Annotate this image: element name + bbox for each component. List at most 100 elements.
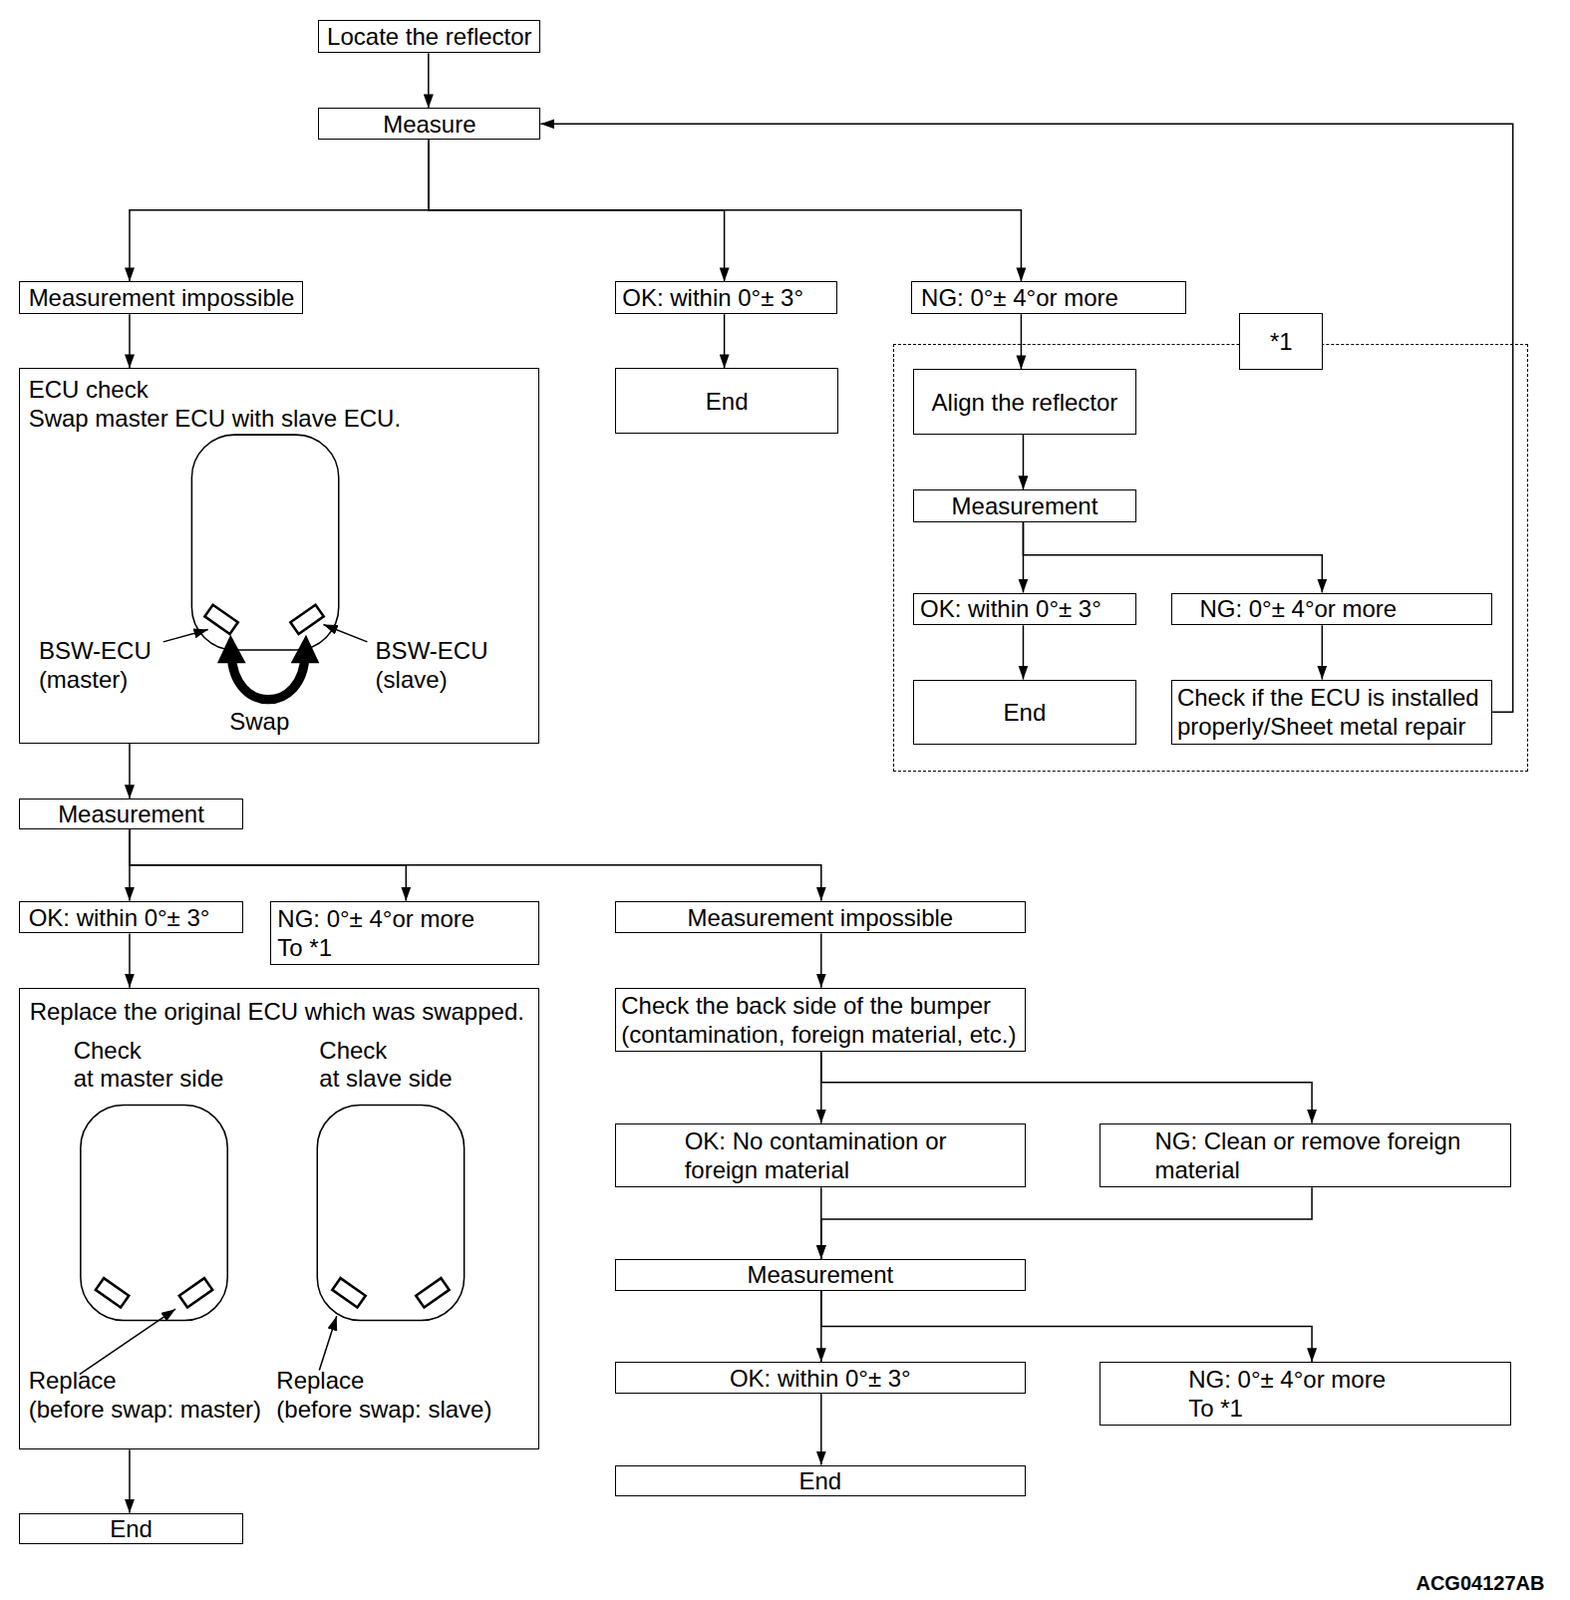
- flow-arrow: [1022, 434, 1025, 490]
- callout-tag: *1: [1239, 313, 1323, 370]
- callout-note: Check: [73, 1035, 142, 1065]
- flow-arrow: [821, 1051, 1312, 1124]
- result-box: NG: 0°± 4°or moreTo *1: [270, 901, 540, 965]
- node-text: End: [616, 1466, 1024, 1496]
- node-text: Measurement: [616, 1259, 1024, 1289]
- flow-arrow: [540, 123, 1513, 712]
- group-region: *1Align the reflectorMeasurementOK: with…: [893, 343, 1529, 772]
- figure-code: ACG04127AB: [1415, 1569, 1545, 1598]
- flow-arrow: [821, 1187, 1312, 1259]
- ecu-symbol: [331, 1277, 365, 1307]
- node-text: NG: 0°± 4°or more: [921, 283, 1186, 313]
- flow-arrow: [820, 1051, 823, 1124]
- process-box: Measurement: [913, 489, 1137, 523]
- node-text: NG: 0°± 4°or more: [1199, 594, 1492, 624]
- flow-arrow: [427, 52, 430, 108]
- node-text: Measure: [318, 109, 540, 139]
- flow-arrow: [1022, 522, 1322, 594]
- result-box: NG: 0°± 4°or more: [911, 281, 1187, 314]
- result-box: OK: within 0°± 3°: [615, 281, 838, 314]
- callout-note: Replace: [28, 1365, 117, 1395]
- process-box: Measure: [317, 107, 541, 140]
- node-text: To *1: [1188, 1393, 1510, 1423]
- flow-arrow: [1022, 522, 1025, 594]
- flow-arrow: [820, 933, 823, 987]
- result-box: NG: 0°± 4°or moreTo *1: [1099, 1361, 1511, 1425]
- ecu-symbol: [204, 605, 238, 634]
- process-box: Check if the ECU is installed properly/S…: [1171, 679, 1493, 746]
- flow-arrow: [821, 1290, 1312, 1363]
- callout-note: (before swap: slave): [276, 1394, 492, 1424]
- process-box: Check the back side of the bumper (conta…: [615, 987, 1025, 1052]
- node-text: Measurement: [914, 491, 1136, 521]
- flow-arrow: [1022, 625, 1025, 679]
- flow-arrow: [820, 1290, 823, 1363]
- flow-arrow: [128, 933, 131, 987]
- flow-arrow: [128, 743, 131, 799]
- node-text: End: [19, 1514, 242, 1544]
- node-text: ECU check: [28, 374, 540, 404]
- end-box: End: [615, 1465, 1025, 1498]
- end-box: End: [913, 679, 1137, 746]
- end-box: End: [18, 1513, 243, 1546]
- flow-arrow: [128, 314, 131, 368]
- node-text: NG: 0°± 4°or more: [277, 904, 539, 934]
- flow-arrow: [128, 829, 131, 902]
- node-text: Swap master ECU with slave ECU.: [28, 403, 540, 433]
- result-box: Measurement impossible: [615, 901, 1025, 935]
- swap-arrow-head: [291, 634, 320, 664]
- flow-arrow: [820, 1393, 823, 1466]
- result-box: OK: within 0°± 3°: [913, 593, 1137, 627]
- leader-line: [322, 624, 367, 641]
- vehicle-outline: [80, 1104, 228, 1320]
- result-box: OK: within 0°± 3°: [615, 1361, 1025, 1394]
- vehicle-outline: [191, 434, 338, 650]
- node-text: OK: within 0°± 3°: [622, 283, 837, 313]
- node-text: Measurement impossible: [28, 283, 303, 313]
- process-box: Measurement: [615, 1258, 1025, 1291]
- flow-arrow: [129, 829, 822, 902]
- node-text: OK: within 0°± 3°: [616, 1363, 1024, 1393]
- vehicle-outline: [316, 1104, 464, 1320]
- process-box: Measurement: [18, 798, 243, 830]
- leader-line: [318, 1315, 336, 1370]
- node-text: NG: Clean or remove foreign material: [1154, 1126, 1492, 1185]
- node-text: Measurement: [19, 799, 242, 829]
- node-text: End: [616, 386, 838, 416]
- flow-arrow: [129, 829, 406, 902]
- flow-arrow: [1020, 314, 1023, 369]
- end-box: End: [615, 367, 839, 434]
- flow-arrow: [129, 139, 429, 282]
- flow-arrow: [820, 1187, 823, 1259]
- callout-note: Check: [318, 1035, 387, 1065]
- result-box: NG: Clean or remove foreign material: [1099, 1123, 1511, 1188]
- node-text: OK: within 0°± 3°: [28, 903, 243, 933]
- ecu-symbol: [290, 605, 323, 634]
- node-text: Locate the reflector: [318, 21, 540, 51]
- node-text: Check if the ECU is installed properly/S…: [1177, 682, 1489, 741]
- node-text: To *1: [277, 933, 539, 962]
- flow-arrow: [723, 314, 726, 368]
- process-box: Align the reflector: [913, 368, 1137, 435]
- callout-note: at master side: [73, 1063, 225, 1093]
- ecu-symbol: [415, 1277, 449, 1307]
- node-text: Measurement impossible: [616, 903, 1024, 933]
- leader-line: [163, 629, 209, 642]
- node-text: Check the back side of the bumper (conta…: [621, 990, 1023, 1049]
- node-text: Align the reflector: [914, 387, 1136, 417]
- start-box: Locate the reflector: [317, 19, 541, 53]
- callout-note: Replace: [276, 1365, 364, 1395]
- result-box: OK: within 0°± 3°: [18, 901, 243, 935]
- result-box: Measurement impossible: [18, 281, 304, 314]
- flow-arrow: [128, 1449, 131, 1513]
- callout-note: at slave side: [318, 1063, 452, 1093]
- flow-arrow: [1321, 625, 1324, 679]
- swap-arrow-head: [217, 634, 247, 664]
- leader-line: [79, 1308, 176, 1374]
- action-label: Swap: [229, 706, 290, 736]
- ecu-symbol: [179, 1277, 213, 1307]
- node-text: OK: within 0°± 3°: [920, 594, 1136, 624]
